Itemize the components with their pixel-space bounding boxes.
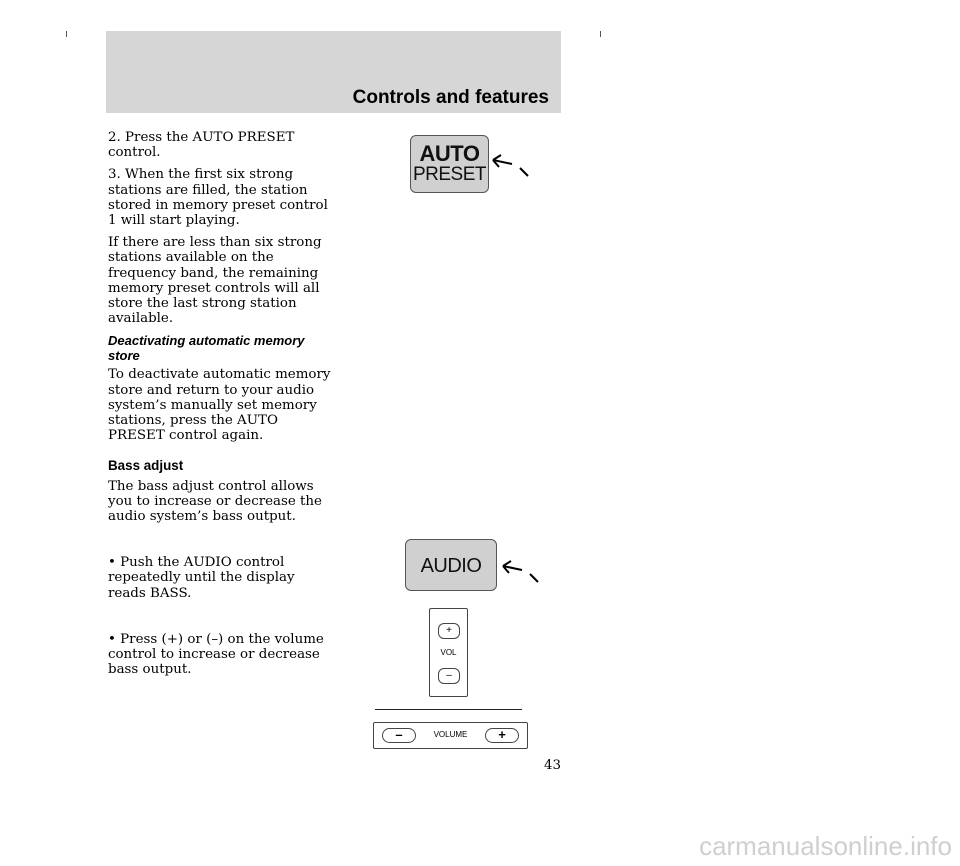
- text-column: 2. Press the AUTO PRESET control. 3. Whe…: [108, 130, 333, 684]
- volume-label: VOLUME: [433, 730, 468, 739]
- crop-mark-right: [600, 31, 601, 37]
- vol-label: VOL: [440, 648, 457, 657]
- less-stations-text: If there are less than six strong statio…: [108, 235, 322, 327]
- auto-preset-button: AUTO PRESET: [410, 135, 489, 193]
- bass-adjust-text: The bass adjust control allows you to in…: [108, 478, 322, 525]
- step-2-text: 2. Press the AUTO PRESET control.: [108, 130, 295, 161]
- pointer-arrow-icon: [502, 560, 539, 583]
- audio-button: AUDIO: [405, 539, 497, 591]
- volume-minus-button: –: [382, 728, 416, 743]
- vol-plus-button: +: [438, 623, 460, 639]
- divider-line: [375, 709, 522, 710]
- deactivate-heading: Deactivating automatic memory store: [108, 333, 305, 364]
- deactivate-text: To deactivate automatic memory store and…: [108, 367, 331, 444]
- watermark: carmanualsonline.info: [699, 831, 952, 861]
- page-title: Controls and features: [352, 87, 549, 108]
- bullet-volume-text: • Press (+) or (–) on the volume control…: [108, 631, 324, 678]
- vol-control: + VOL –: [429, 608, 468, 697]
- crop-mark-left: [66, 31, 67, 37]
- page-number: 43: [544, 758, 562, 773]
- volume-plus-button: +: [485, 728, 519, 743]
- auto-preset-label-bottom: PRESET: [412, 164, 487, 185]
- auto-preset-label-top: AUTO: [419, 141, 480, 166]
- pointer-arrow-icon: [492, 154, 529, 177]
- bullet-audio-text: • Push the AUDIO control repeatedly unti…: [108, 555, 295, 601]
- step-3-text: 3. When the first six strong stations ar…: [108, 167, 328, 229]
- bass-adjust-heading: Bass adjust: [108, 458, 184, 474]
- vol-minus-button: –: [438, 668, 460, 684]
- header-band: Controls and features: [106, 31, 561, 113]
- volume-bar-control: VOLUME – +: [373, 722, 528, 749]
